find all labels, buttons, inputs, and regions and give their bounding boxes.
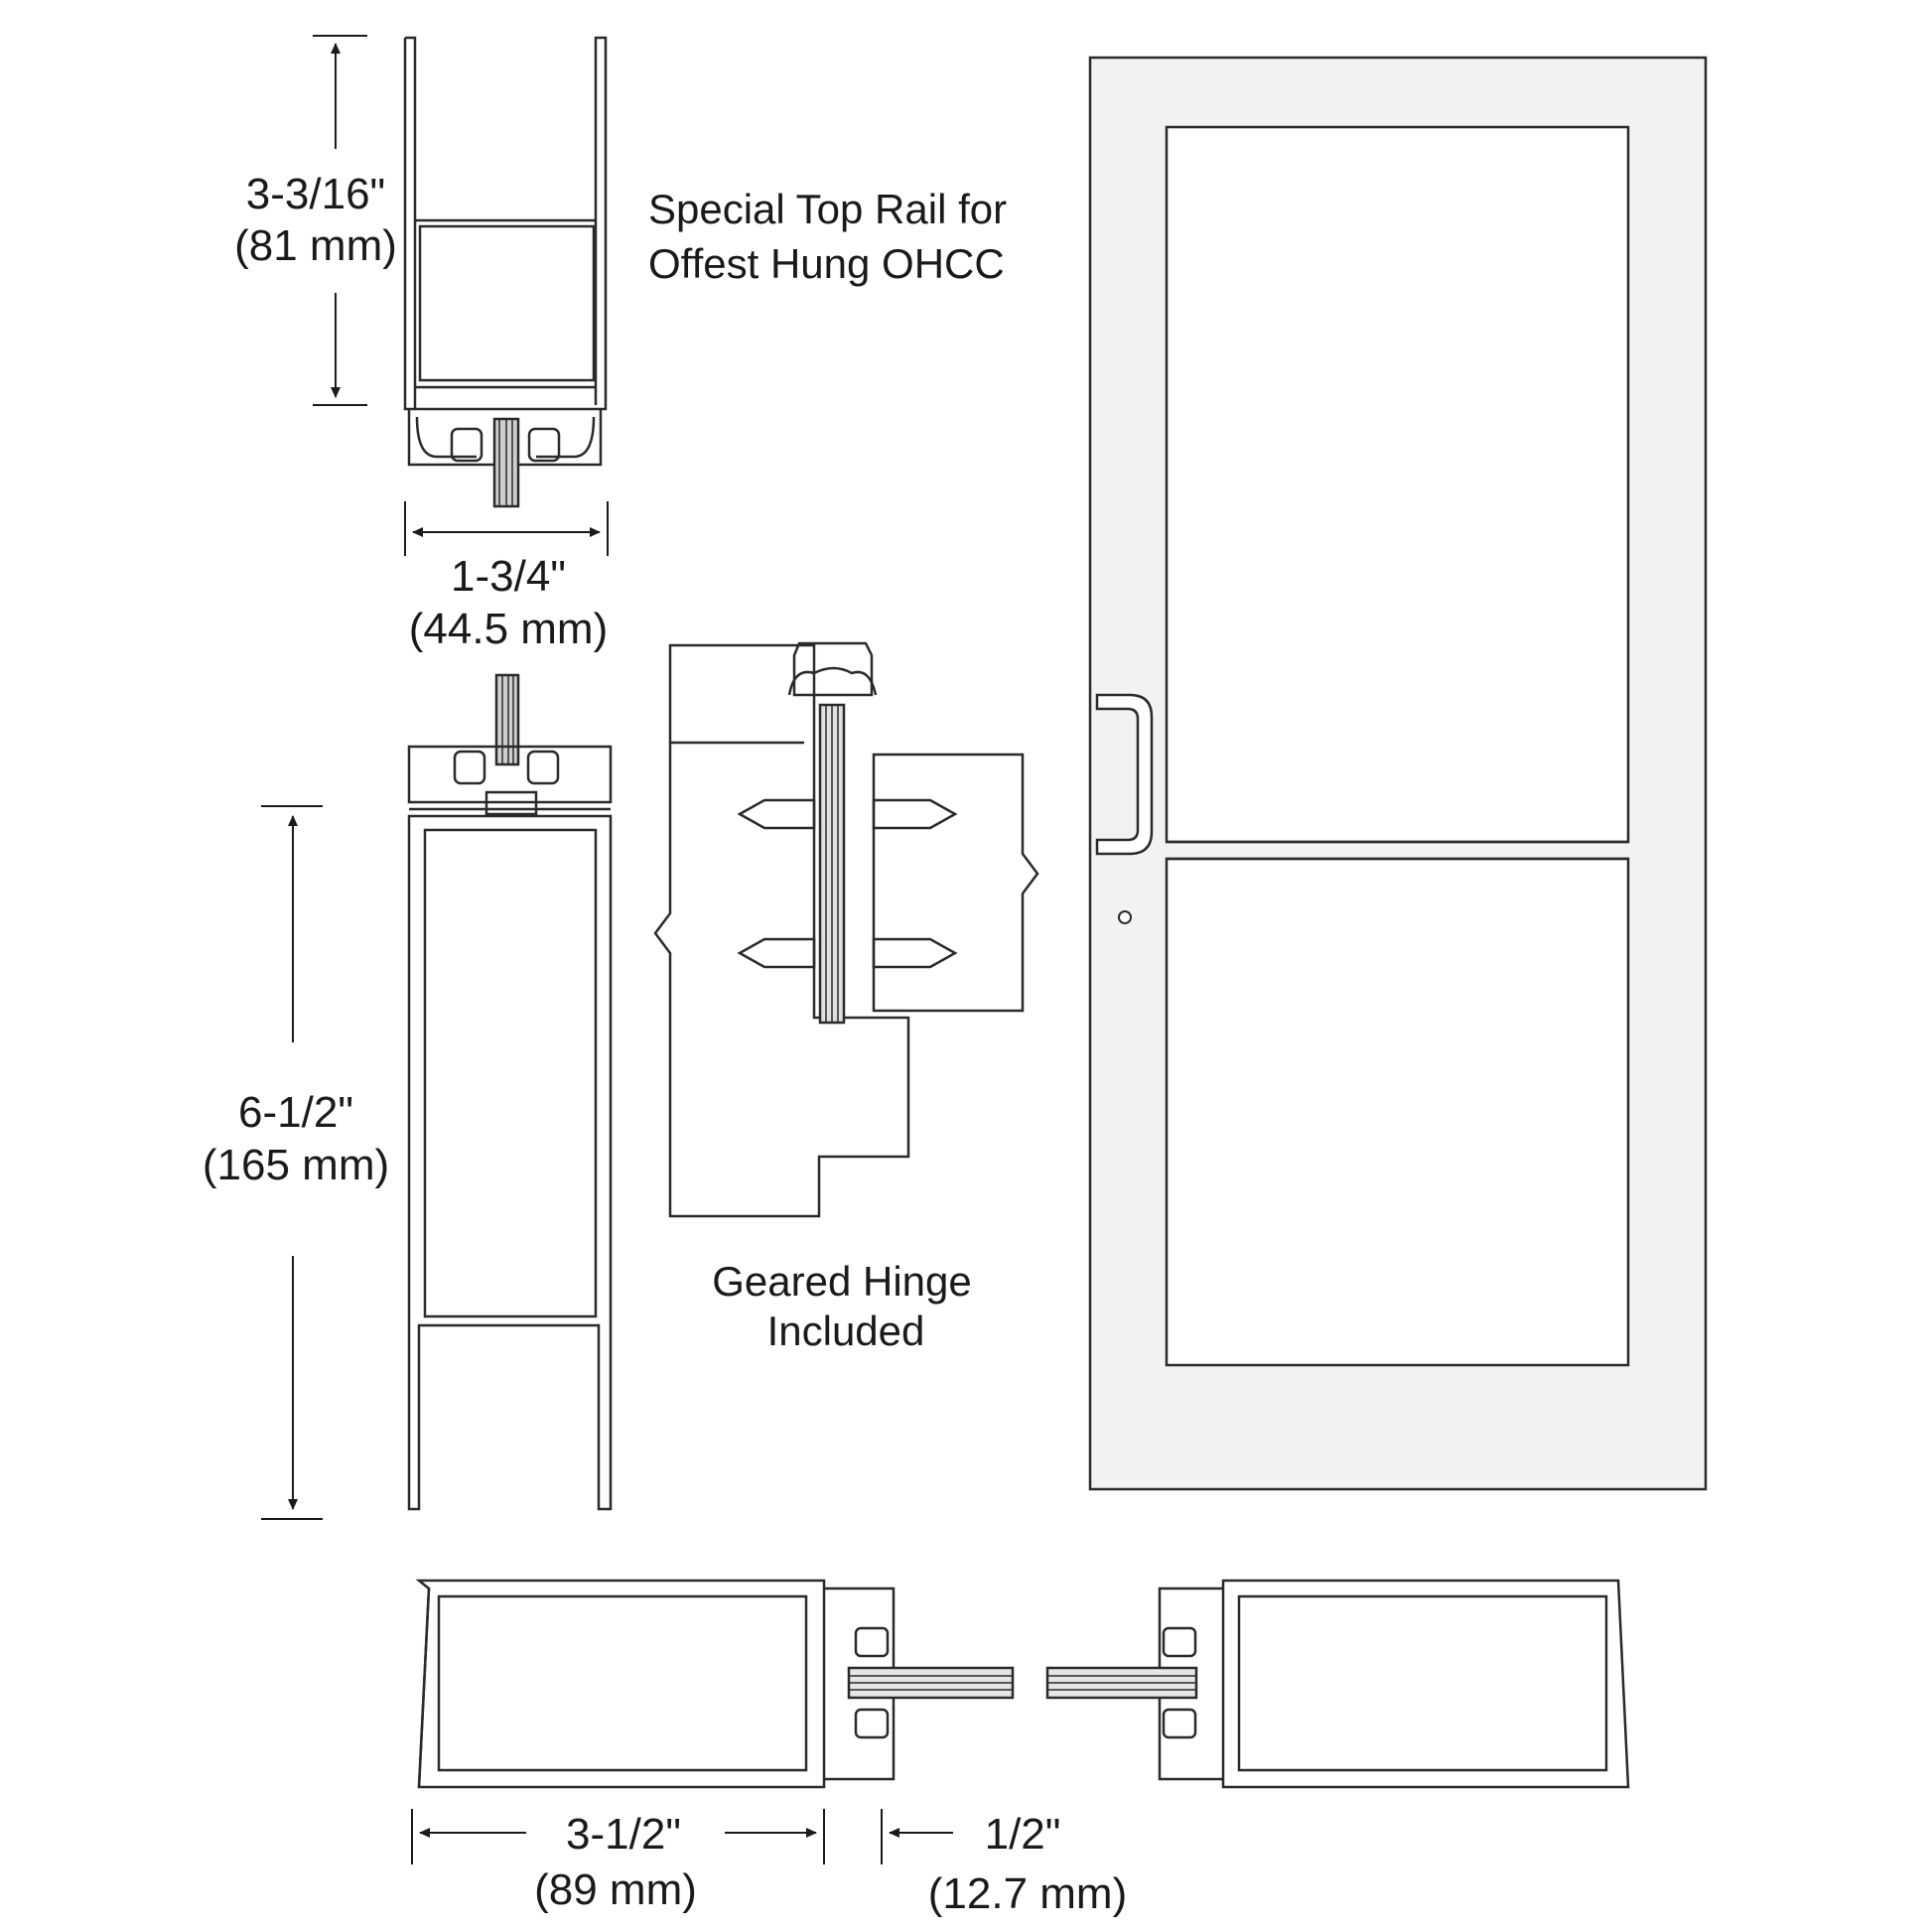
gap-width-mm: (12.7 mm): [928, 1869, 1127, 1918]
bottom-rail-height-inches: 6-1/2": [238, 1088, 353, 1137]
top-rail-label-line2: Offest Hung OHCC: [648, 240, 1005, 287]
door-lock-cylinder: [1118, 910, 1132, 924]
stile-width-inches: 3-1/2": [566, 1810, 681, 1859]
stile-section-left: [415, 1579, 1015, 1789]
gap-width-inches: 1/2": [985, 1810, 1061, 1859]
bottom-rail-section: [407, 673, 613, 1511]
door-elevation: [1088, 56, 1708, 1491]
top-rail-width-inches: 1-3/4": [451, 552, 566, 601]
top-rail-height-dimension: [313, 35, 367, 406]
top-rail-height-inches: 3-3/16": [246, 170, 385, 218]
door-pull-handle: [1095, 693, 1154, 856]
geared-hinge-drawing: [653, 641, 1039, 1218]
top-rail-label-line1: Special Top Rail for: [648, 186, 1007, 232]
hinge-label-line1: Geared Hinge: [712, 1258, 972, 1305]
top-rail-width-dimension: [404, 501, 609, 556]
top-rail-height-mm: (81 mm): [234, 221, 397, 270]
stile-width-mm: (89 mm): [534, 1865, 697, 1914]
stile-section-right: [1045, 1579, 1630, 1789]
stile-width-dimension: [411, 1809, 953, 1864]
top-rail-width-mm: (44.5 mm): [409, 605, 608, 653]
hinge-label-line2: Included: [767, 1308, 925, 1354]
bottom-rail-height-mm: (165 mm): [203, 1141, 389, 1189]
top-rail-section: [403, 36, 608, 508]
bottom-rail-height-dimension: [261, 805, 323, 1520]
